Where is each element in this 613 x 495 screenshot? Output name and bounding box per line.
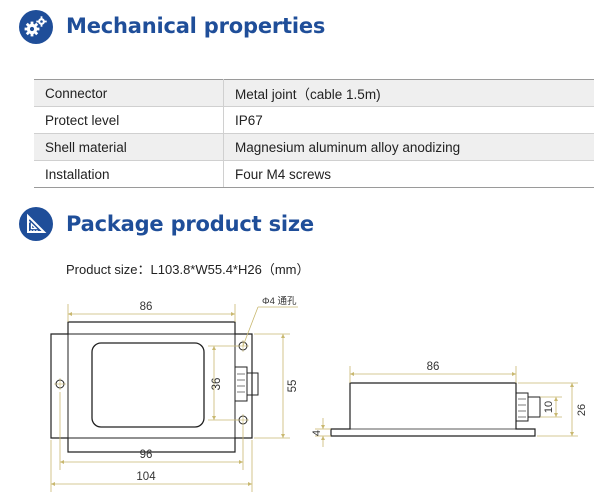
- dim-label: 55: [287, 380, 299, 393]
- side-view: 86 10 26 4: [311, 361, 588, 447]
- table-row: Shell material Magnesium aluminum alloy …: [34, 133, 594, 161]
- spec-label: Installation: [34, 160, 224, 188]
- table-row: Installation Four M4 screws: [34, 160, 594, 188]
- side-outline: [330, 382, 536, 437]
- gears-icon: [19, 10, 53, 44]
- spec-value: IP67: [223, 106, 594, 134]
- table-row: Protect level IP67: [34, 106, 594, 134]
- set-square-icon: [19, 207, 53, 241]
- dim-label: 26: [576, 404, 588, 416]
- spec-label: Connector: [34, 79, 224, 107]
- spec-table: Connector Metal joint（cable 1.5m) Protec…: [34, 79, 594, 188]
- section-title-package-size: Package product size: [66, 212, 314, 236]
- dim-label: 86: [427, 361, 440, 373]
- dim-label: 86: [140, 301, 153, 313]
- dim-label: 96: [140, 449, 153, 461]
- spec-label: Shell material: [34, 133, 224, 161]
- section-title-mechanical: Mechanical properties: [66, 14, 326, 38]
- top-view: 86 Φ4 通孔 36 55 96 104: [50, 296, 299, 492]
- spec-value: Metal joint（cable 1.5m): [223, 79, 594, 107]
- dim-label: 36: [211, 378, 223, 391]
- spec-value: Magnesium aluminum alloy anodizing: [223, 133, 594, 161]
- product-size-text: Product size：L103.8*W55.4*H26（mm）: [66, 262, 310, 277]
- connector-outline: [234, 366, 248, 402]
- dim-label: 104: [136, 471, 156, 483]
- spec-label: Protect level: [34, 106, 224, 134]
- dim-label: 4: [311, 430, 323, 436]
- hole-note: Φ4 通孔: [262, 296, 297, 307]
- label-window: [91, 342, 205, 428]
- dim-label: 10: [543, 401, 555, 413]
- spec-value: Four M4 screws: [223, 160, 594, 188]
- table-row: Connector Metal joint（cable 1.5m): [34, 79, 594, 107]
